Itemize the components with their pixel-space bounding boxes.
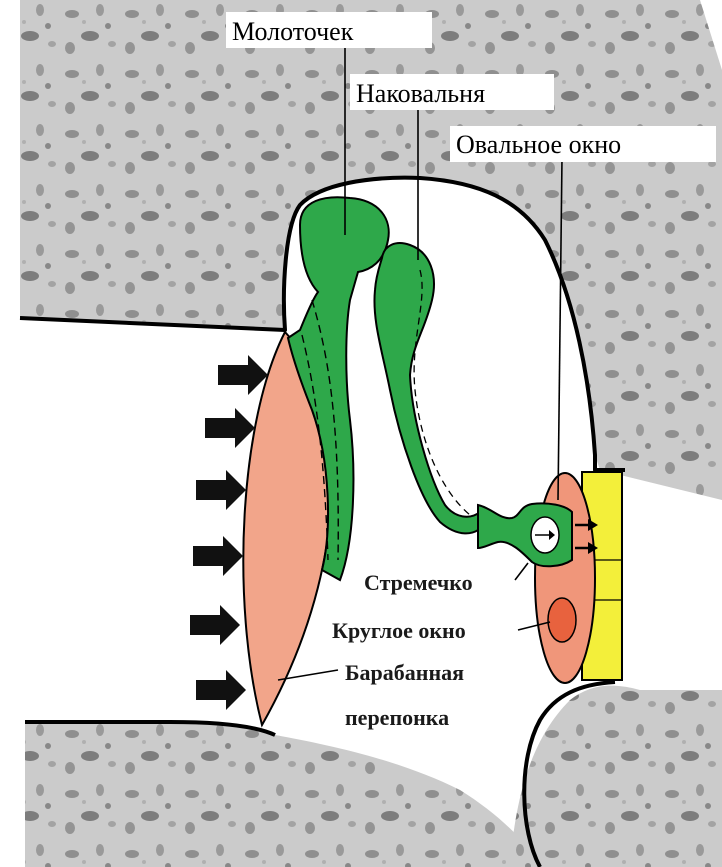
stapes-leader [515,563,528,580]
lower-right-bone [510,686,722,867]
sound-wave-arrow-icon [193,536,243,576]
label-round-window: Круглое окно [332,618,466,643]
label-stapes: Стремечко [364,570,473,595]
lower-bone [25,722,540,867]
label-incus: Наковальня [356,79,485,108]
sound-wave-arrow-icon [196,670,246,710]
label-oval-window: Овальное окно [456,130,621,159]
label-eardrum-line1: Барабанная [345,660,464,685]
incus [374,243,488,533]
round-window [548,598,576,642]
sound-wave-arrow-icon [205,408,255,448]
sound-wave-arrow-icon [196,470,246,510]
label-eardrum-line2: перепонка [345,705,449,730]
label-malleus: Молоточек [232,17,354,46]
sound-wave-arrow-icon [190,605,240,645]
sound-wave-arrow-icon [218,355,268,395]
